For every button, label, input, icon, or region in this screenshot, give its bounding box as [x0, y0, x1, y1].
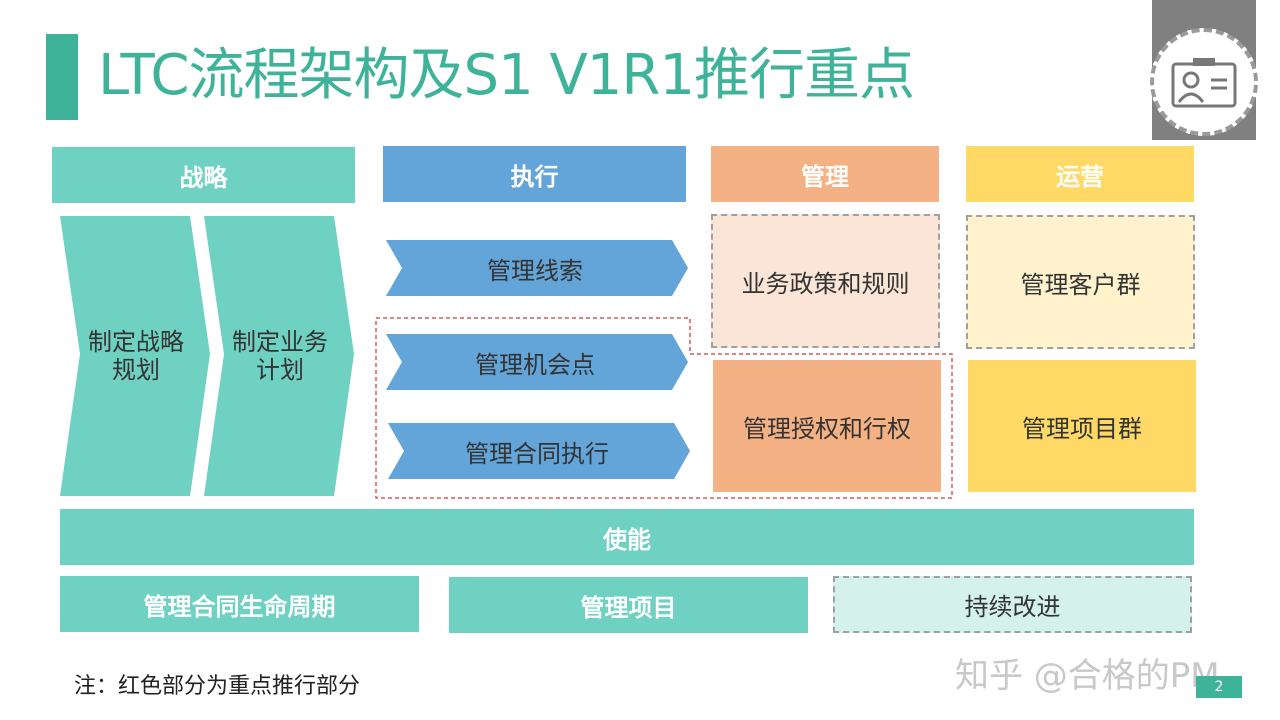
execution-item-3: 管理合同执行 — [465, 439, 609, 468]
footnote: 注：红色部分为重点推行部分 — [74, 674, 361, 699]
header-execution: 执行 — [383, 146, 686, 202]
arrow-exec-2 — [386, 334, 688, 390]
highlight-outline — [375, 317, 953, 499]
page-number: 2 — [1196, 676, 1242, 698]
enable-item-1: 管理合同生命周期 — [60, 576, 419, 632]
arrow-exec-1 — [386, 240, 688, 296]
strategy-chevrons — [60, 216, 354, 496]
execution-arrows — [386, 240, 690, 479]
enable-item-3: 持续改进 — [833, 576, 1192, 633]
id-card-icon — [1150, 28, 1258, 136]
arrow-exec-3 — [388, 423, 690, 479]
header-strategy: 战略 — [52, 147, 355, 203]
header-enable: 使能 — [60, 509, 1194, 565]
chevron-strategy-1 — [60, 216, 210, 496]
strategy-item-1: 制定战略规划 — [88, 328, 184, 384]
header-management: 管理 — [711, 146, 939, 202]
strategy-item-2: 制定业务计划 — [232, 328, 328, 384]
execution-item-1: 管理线索 — [487, 256, 583, 285]
chevron-strategy-2 — [204, 216, 354, 496]
management-item-1: 业务政策和规则 — [711, 214, 940, 348]
execution-item-2: 管理机会点 — [475, 350, 595, 379]
watermark: 知乎 @合格的PM — [955, 656, 1220, 696]
page-title: LTC流程架构及S1 V1R1推行重点 — [98, 43, 915, 108]
operation-item-2: 管理项目群 — [968, 360, 1196, 492]
management-item-2: 管理授权和行权 — [713, 360, 941, 492]
operation-item-1: 管理客户群 — [966, 215, 1195, 349]
header-operation: 运营 — [966, 146, 1194, 202]
enable-item-2: 管理项目 — [449, 577, 808, 633]
title-accent-bar — [46, 34, 78, 120]
